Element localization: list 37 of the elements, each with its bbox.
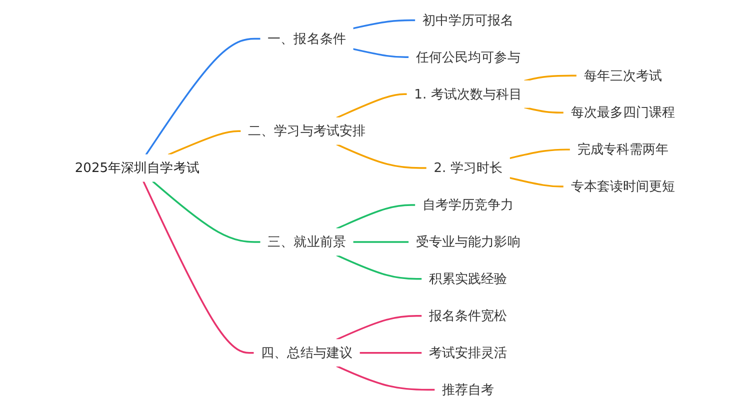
node-text: 任何公民均可参与	[416, 49, 520, 65]
node-text: 受专业与能力影响	[416, 234, 520, 250]
node-text: 考试安排灵活	[428, 344, 508, 360]
node-text: 自考学历竞争力	[422, 196, 514, 213]
connector	[152, 180, 261, 243]
connector	[509, 148, 570, 160]
connector	[524, 106, 564, 114]
node-text: 四、总结与建议	[261, 344, 352, 360]
connector	[352, 19, 416, 30]
node-text: 推荐自考	[442, 382, 494, 398]
node-text: 三、就业前景	[268, 234, 346, 250]
node-text: 完成专科需两年	[577, 142, 669, 158]
node-text: 2. 学习时长	[434, 160, 503, 176]
connector	[142, 180, 254, 354]
connector	[524, 74, 577, 82]
connector	[336, 144, 427, 169]
node-text: 专本套读时间更短	[570, 178, 676, 194]
connector	[509, 176, 564, 188]
node-text: 每次最多四门课程	[570, 104, 676, 120]
node-text: 1. 考试次数与科目	[414, 86, 522, 102]
connector	[336, 204, 416, 230]
connector	[352, 48, 409, 58]
node-text: 2025年深圳自学考试	[74, 160, 200, 176]
connector	[359, 352, 422, 354]
connector	[336, 365, 436, 391]
node-text: 一、报名条件	[268, 30, 346, 46]
connector	[336, 315, 422, 340]
connector	[168, 130, 242, 156]
node-text: 每年三次考试	[584, 68, 662, 84]
node-text: 积累实践经验	[428, 270, 508, 287]
connector	[336, 254, 422, 280]
connector	[145, 38, 261, 156]
node-text: 报名条件宽松	[428, 308, 508, 324]
connector	[352, 241, 409, 243]
node-text: 二、学习与考试安排	[248, 123, 366, 139]
node-text: 初中学历可报名	[422, 12, 514, 28]
connector	[336, 93, 408, 119]
